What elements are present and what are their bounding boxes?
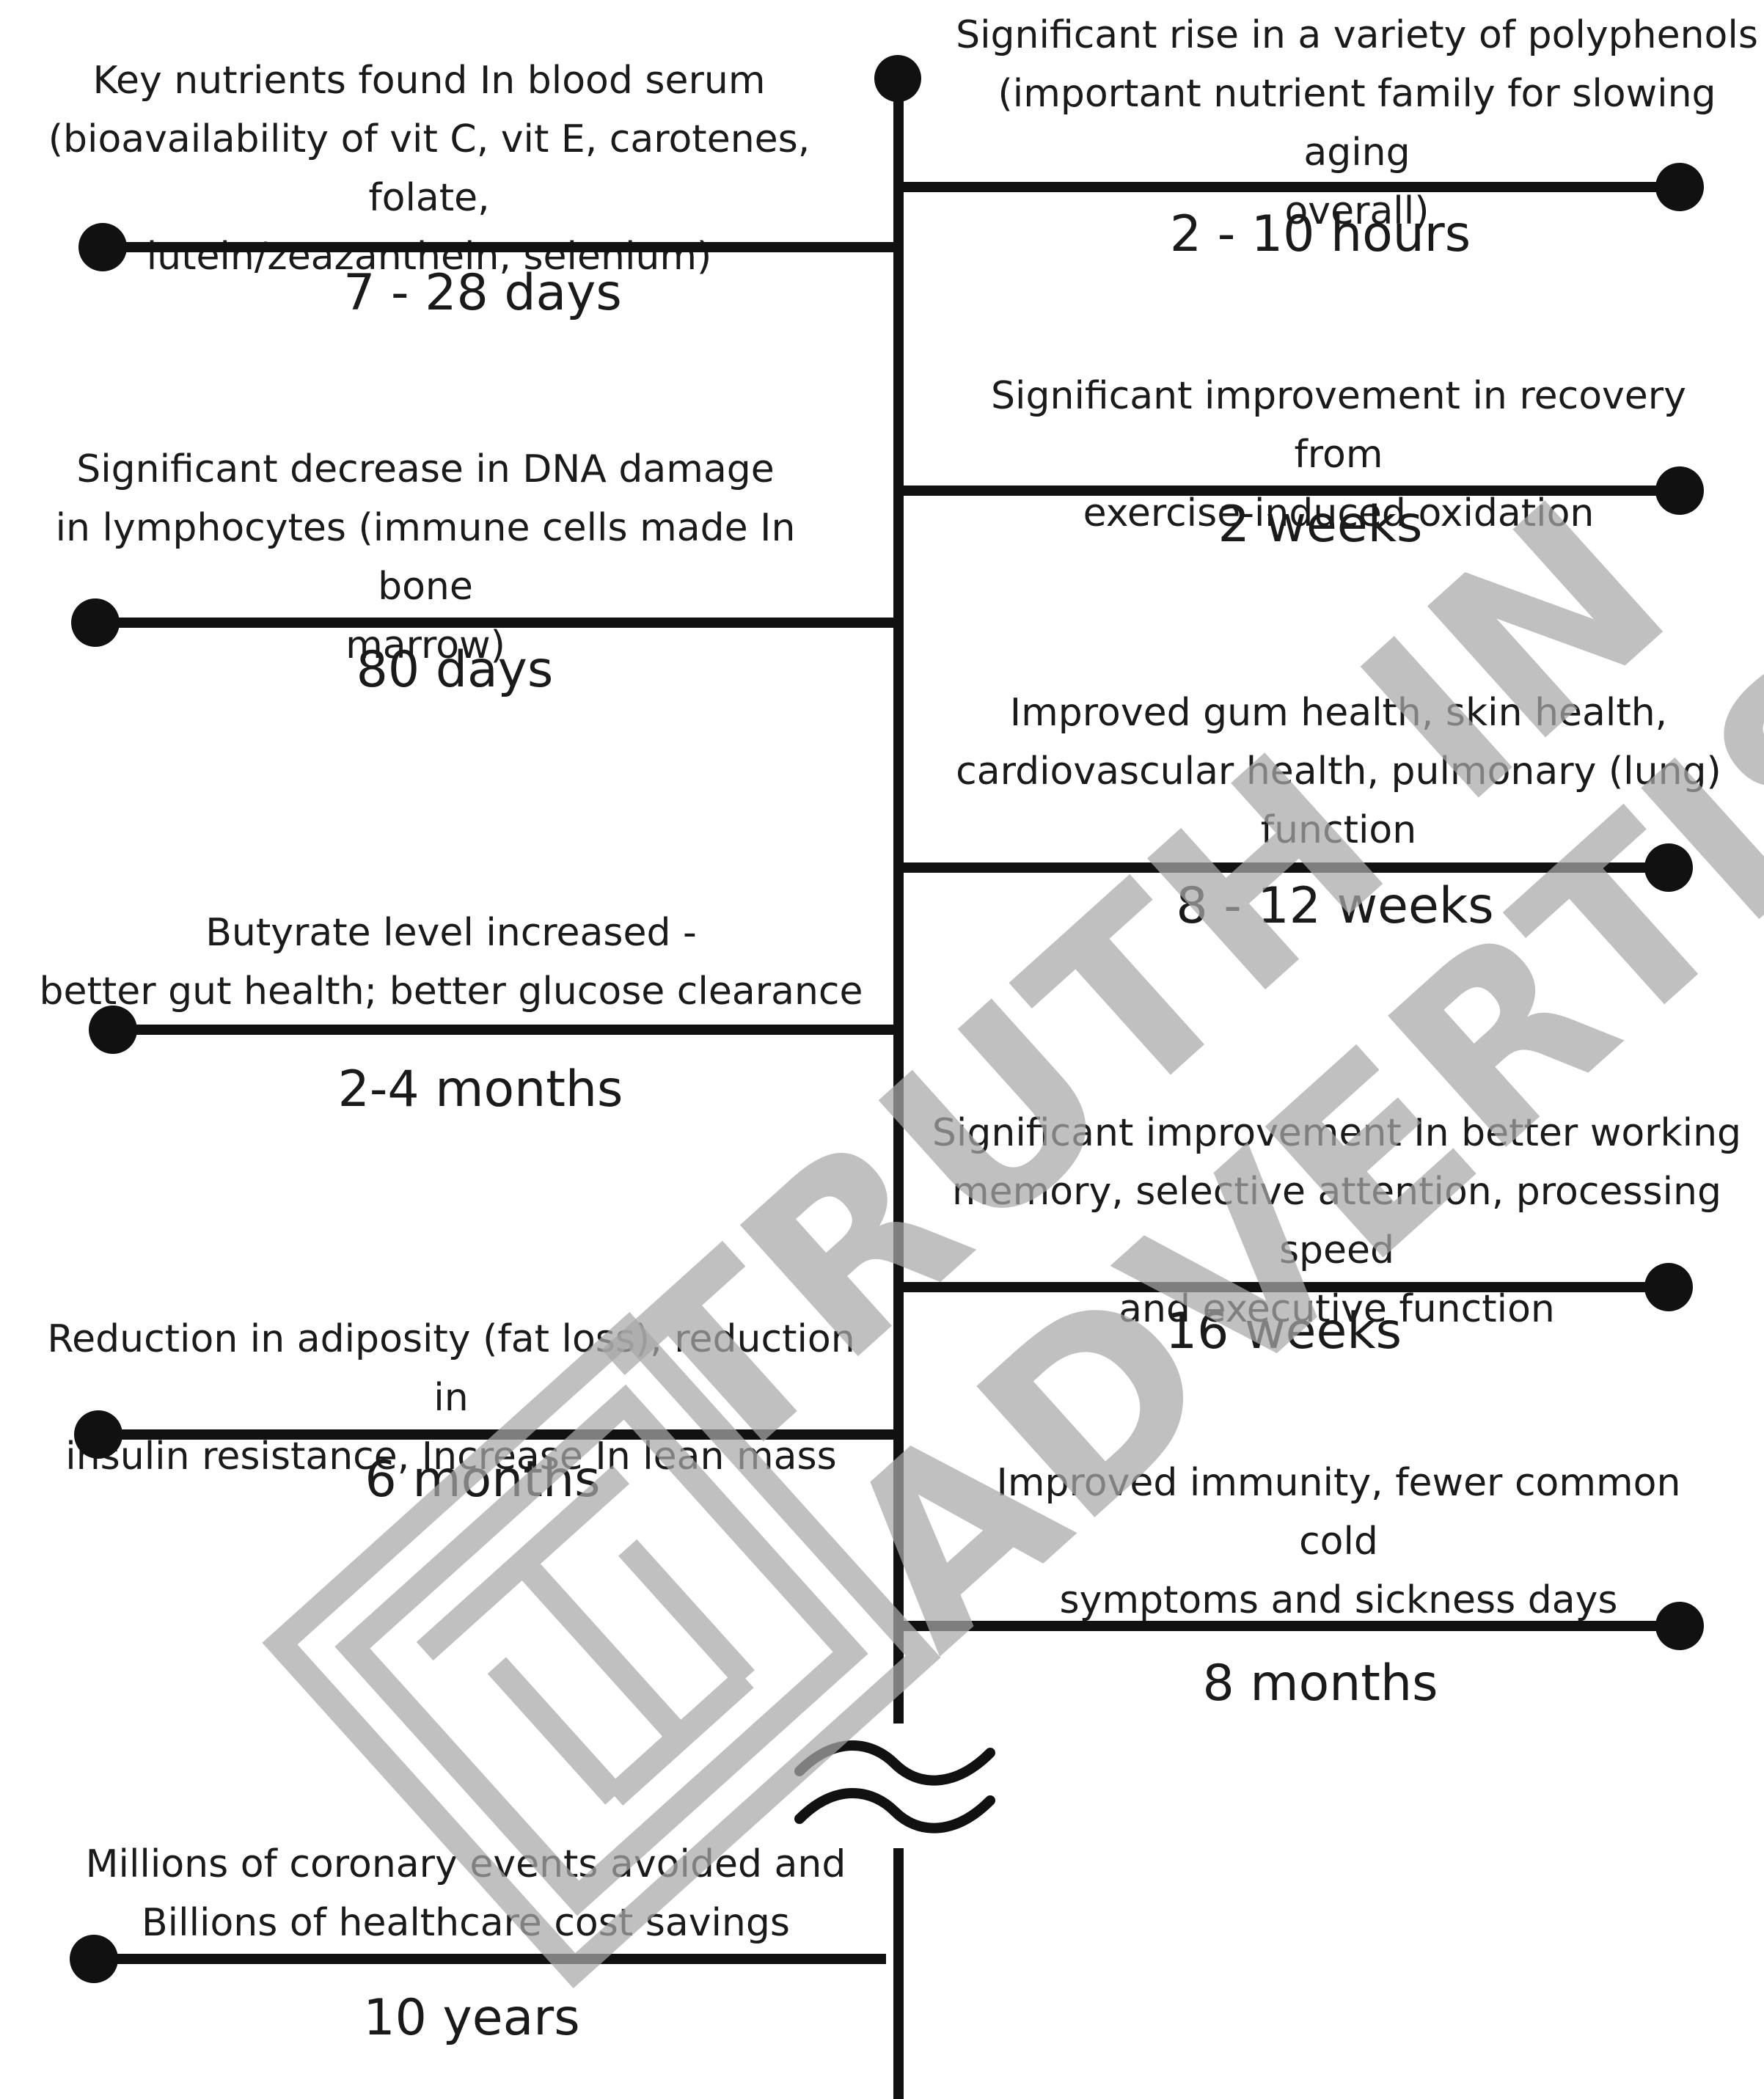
right-event-2-description: Significant improvement in recovery from… (991, 374, 1686, 535)
left-event-1-dot (78, 223, 127, 271)
left-event-4-dot (74, 1410, 122, 1459)
right-event-3-description: Improved gum health, skin health, cardio… (956, 691, 1721, 852)
right-event-2-time: 2 weeks (1218, 496, 1423, 554)
right-event-2-branch (904, 486, 1680, 496)
left-event-5-branch (95, 1954, 886, 1964)
right-event-1-branch (904, 182, 1680, 192)
right-event-1-dot (1655, 163, 1704, 211)
right-event-5-description: Improved immunity, fewer common cold sym… (996, 1461, 1681, 1622)
right-event-4-branch (904, 1282, 1669, 1292)
left-event-2-time: 80 days (356, 641, 554, 699)
left-event-2-description: Significant decrease in DNA damage in ly… (55, 447, 796, 667)
timeline-start-dot (874, 55, 921, 102)
left-event-3-branch (110, 1025, 895, 1035)
left-event-4-time: 6 months (365, 1451, 601, 1509)
right-event-5-branch (904, 1621, 1680, 1631)
axis-break-icon (794, 1740, 995, 1834)
left-event-5-description: Millions of coronary events avoided and … (85, 1842, 846, 1945)
left-event-2-branch (95, 618, 893, 628)
right-event-5-dot (1655, 1602, 1704, 1650)
right-event-5-time: 8 months (1202, 1655, 1438, 1712)
left-event-1-branch (103, 242, 895, 252)
right-event-1-time: 2 - 10 hours (1169, 205, 1471, 263)
left-event-5-time: 10 years (363, 1989, 580, 2047)
right-event-3-time: 8 - 12 weeks (1176, 877, 1494, 935)
left-event-3-description: Butyrate level increased - better gut he… (39, 911, 863, 1014)
right-event-4-time: 16 weeks (1165, 1303, 1402, 1360)
left-event-5-dot (70, 1935, 118, 1983)
right-event-3-dot (1644, 843, 1693, 892)
right-event-4-dot (1644, 1263, 1693, 1311)
left-event-1-time: 7 - 28 days (343, 264, 622, 322)
right-event-1-description: Significant rise in a variety of polyphe… (956, 13, 1758, 233)
left-event-3-time: 2-4 months (337, 1061, 623, 1118)
right-event-3-branch (904, 862, 1669, 873)
right-event-2-dot (1655, 466, 1704, 515)
left-event-3-dot (89, 1005, 137, 1054)
left-event-4-branch (103, 1429, 893, 1440)
left-event-1-description: Key nutrients found In blood serum (bioa… (48, 59, 810, 279)
right-event-4-description: Significant improvement In better workin… (932, 1111, 1742, 1331)
left-event-2-dot (71, 598, 120, 647)
